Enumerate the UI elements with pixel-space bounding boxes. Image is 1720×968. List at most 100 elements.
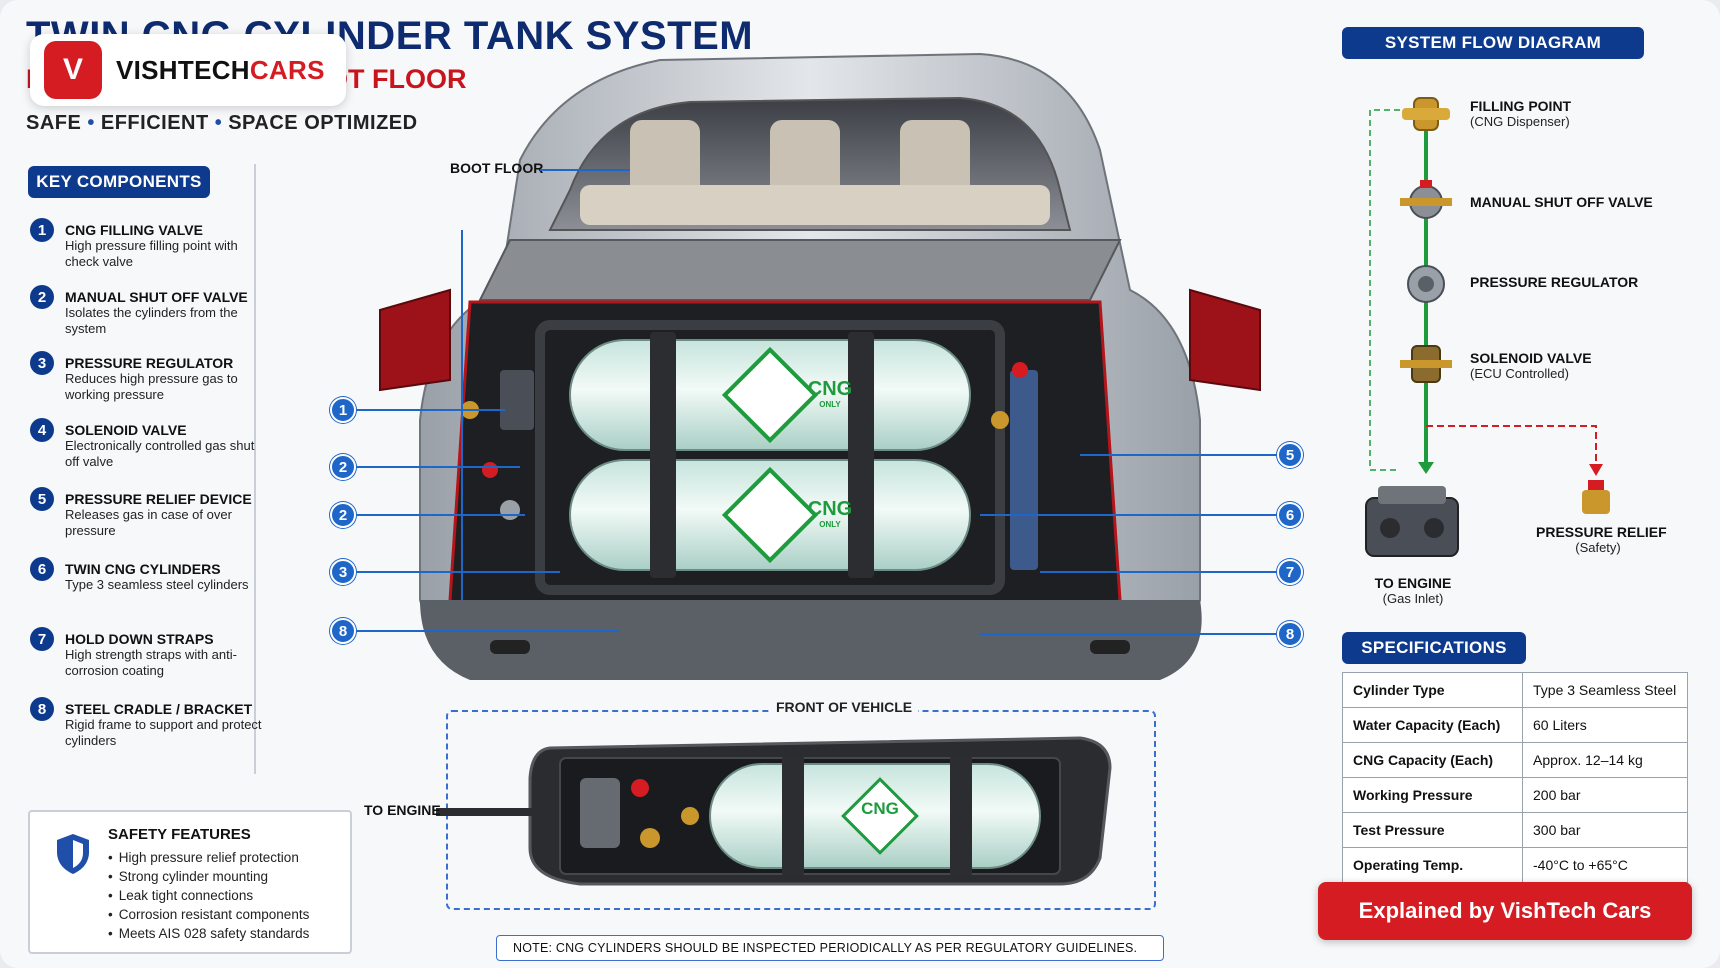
spec-key: Cylinder Type	[1342, 672, 1523, 708]
component-number: 2	[30, 285, 54, 309]
cylinder-label: CNG	[861, 799, 899, 818]
callout-marker: 3	[330, 559, 356, 585]
spec-value: Approx. 12–14 kg	[1522, 742, 1688, 778]
filling-valve-icon	[1402, 97, 1450, 131]
spec-key: Operating Temp.	[1342, 847, 1523, 883]
spec-value: 60 Liters	[1522, 707, 1688, 743]
component-desc: High strength straps with anti-corrosion…	[65, 647, 237, 678]
component-name: STEEL CRADLE / BRACKET	[65, 701, 253, 717]
shutoff-valve-icon	[1400, 180, 1452, 219]
safety-item: Meets AIS 028 safety standards	[118, 924, 310, 943]
component-desc: High pressure filling point with check v…	[65, 238, 238, 269]
flow-step: MANUAL SHUT OFF VALVE	[1470, 194, 1653, 210]
safety-item: High pressure relief protection	[118, 848, 309, 867]
spec-value: Type 3 Seamless Steel	[1522, 672, 1688, 708]
component-name: PRESSURE REGULATOR	[65, 355, 234, 371]
boot-floor-label: BOOT FLOOR	[450, 160, 544, 176]
flow-engine-sub: (Gas Inlet)	[1382, 591, 1444, 606]
safety-features-box: SAFETY FEATURES High pressure relief pro…	[28, 810, 352, 954]
spec-key: CNG Capacity (Each)	[1342, 742, 1523, 778]
component-name: PRESSURE RELIEF DEVICE	[65, 491, 252, 507]
spec-value: 200 bar	[1522, 777, 1688, 813]
tagline-item: SAFE	[26, 112, 82, 134]
logo-text: VISHTECHCARS	[116, 55, 325, 86]
tagline-separator: •	[214, 112, 223, 134]
component-number: 8	[30, 697, 54, 721]
component-number: 3	[30, 351, 54, 375]
pressure-regulator-icon	[1407, 265, 1445, 303]
car-rear-illustration	[379, 52, 1261, 680]
flow-step-sub: (ECU Controlled)	[1470, 366, 1569, 381]
logo-text-primary: VISHTECH	[116, 54, 250, 85]
safety-item: Strong cylinder mounting	[118, 867, 309, 886]
explained-by-button[interactable]: Explained by VishTech Cars	[1318, 882, 1692, 940]
safety-title: SAFETY FEATURES	[108, 826, 251, 843]
flow-step-title: SOLENOID VALVE	[1470, 350, 1592, 366]
table-row: Operating Temp.-40°C to +65°C	[1342, 847, 1688, 883]
shield-icon	[57, 834, 89, 874]
spec-value: 300 bar	[1522, 812, 1688, 848]
flow-step: PRESSURE REGULATOR	[1470, 274, 1638, 290]
logo-text-accent: CARS	[249, 54, 325, 85]
component-number: 4	[30, 418, 54, 442]
spec-key: Working Pressure	[1342, 777, 1523, 813]
component-desc: Isolates the cylinders from the system	[65, 305, 238, 336]
table-row: Water Capacity (Each)60 Liters	[1342, 707, 1688, 743]
flow-step: FILLING POINT(CNG Dispenser)	[1470, 98, 1571, 129]
callout-marker: 8	[1277, 621, 1303, 647]
callout-marker: 7	[1277, 559, 1303, 585]
flow-step-title: PRESSURE REGULATOR	[1470, 274, 1639, 290]
safety-list: High pressure relief protection Strong c…	[118, 848, 310, 943]
flow-step: SOLENOID VALVE(ECU Controlled)	[1470, 350, 1592, 381]
spec-key: Test Pressure	[1342, 812, 1523, 848]
solenoid-valve-icon	[1400, 345, 1452, 383]
component-name: MANUAL SHUT OFF VALVE	[65, 289, 248, 305]
divider	[254, 164, 256, 774]
flow-step-sub: (CNG Dispenser)	[1470, 114, 1570, 129]
component-number: 1	[30, 218, 54, 242]
flow-heading: SYSTEM FLOW DIAGRAM	[1342, 27, 1644, 59]
component-desc: Electronically controlled gas shut off v…	[65, 438, 255, 469]
callout-marker: 2	[330, 454, 356, 480]
engine-pipe	[436, 808, 536, 816]
brand-logo[interactable]: V VISHTECHCARS	[30, 34, 346, 106]
callout-marker: 8	[330, 618, 356, 644]
spec-key: Water Capacity (Each)	[1342, 707, 1523, 743]
specs-heading: SPECIFICATIONS	[1342, 632, 1526, 664]
cylinder-sublabel: ONLY	[819, 520, 841, 529]
callout-marker: 1	[330, 397, 356, 423]
flow-engine: TO ENGINE(Gas Inlet)	[1350, 575, 1476, 606]
spec-value: -40°C to +65°C	[1522, 847, 1688, 883]
boot-floor-leader	[540, 169, 630, 171]
safety-item: Leak tight connections	[118, 886, 309, 905]
top-view-illustration	[528, 736, 1112, 886]
inspection-note: NOTE: CNG CYLINDERS SHOULD BE INSPECTED …	[496, 935, 1164, 961]
pressure-relief-icon	[1582, 480, 1610, 514]
component-number: 7	[30, 627, 54, 651]
to-engine-label: TO ENGINE	[364, 802, 441, 818]
flow-relief-title: PRESSURE RELIEF	[1536, 524, 1667, 540]
component-name: SOLENOID VALVE	[65, 422, 187, 438]
component-desc: Rigid frame to support and protect cylin…	[65, 717, 262, 748]
component-name: CNG FILLING VALVE	[65, 222, 203, 238]
cylinder-sublabel: ONLY	[819, 400, 841, 409]
safety-item: Corrosion resistant components	[118, 905, 310, 924]
callout-marker: 2	[330, 502, 356, 528]
flow-step-title: MANUAL SHUT OFF VALVE	[1470, 194, 1653, 210]
tagline-separator: •	[87, 112, 95, 134]
flow-relief-sub: (Safety)	[1575, 540, 1621, 555]
callout-marker: 5	[1277, 442, 1303, 468]
tagline: SAFE•EFFICIENT•SPACE OPTIMIZED	[26, 112, 418, 135]
callout-marker: 6	[1277, 502, 1303, 528]
component-desc: Reduces high pressure gas to working pre…	[65, 371, 238, 402]
